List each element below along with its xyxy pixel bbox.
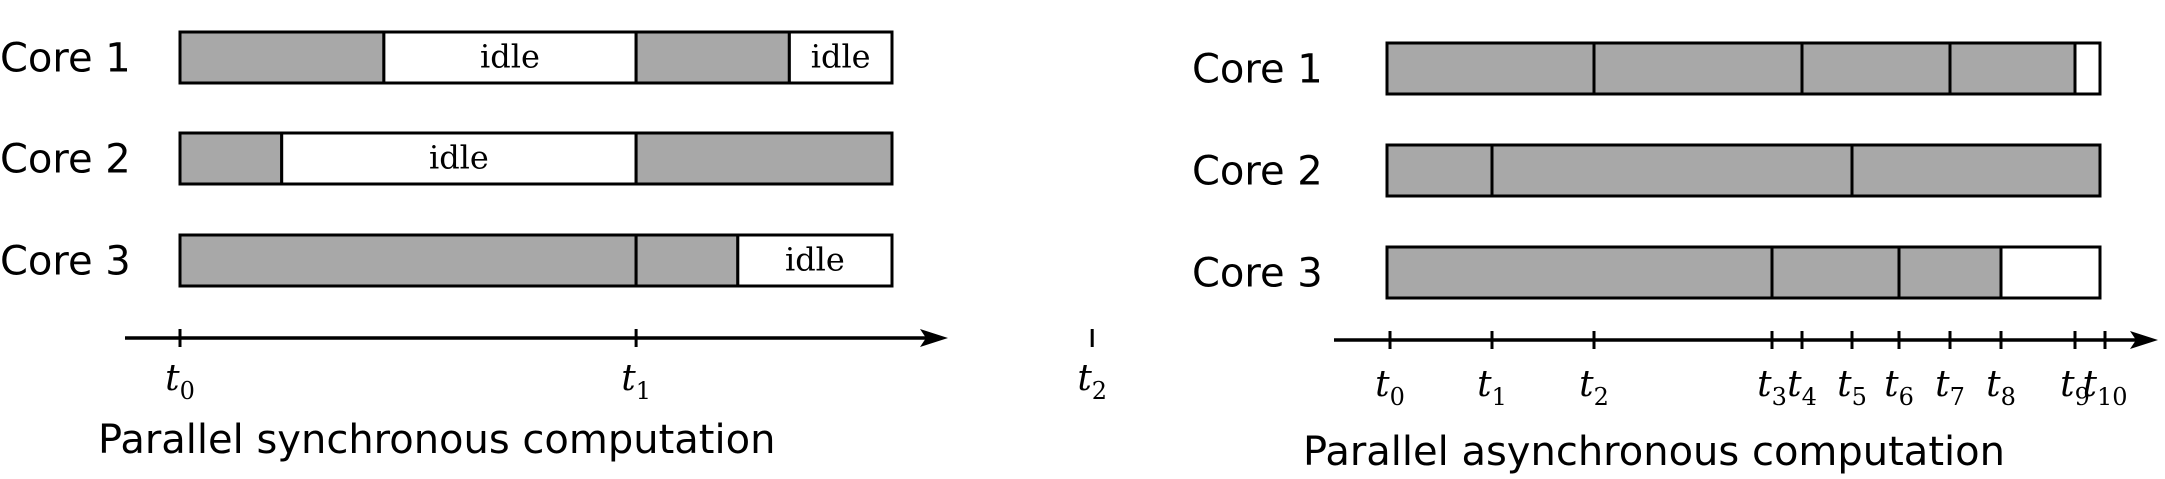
core-label: Core 3	[1192, 251, 1323, 297]
core-label: Core 2	[0, 137, 131, 183]
busy-segment	[1385, 41, 1596, 96]
busy-segment	[178, 30, 386, 85]
tick-label: t7	[1935, 364, 1965, 411]
idle-segment	[2073, 41, 2102, 96]
busy-segment	[634, 233, 740, 288]
tick-label: t9	[2060, 364, 2090, 411]
core-row: Core 1	[1192, 41, 2102, 96]
tick-label: t6	[1884, 364, 1914, 411]
core-row: Core 3	[1192, 245, 2102, 300]
busy-segment	[1592, 41, 1804, 96]
axis-arrowhead	[2130, 331, 2158, 349]
tick-label: t2	[1077, 358, 1107, 405]
tick-label: t0	[1375, 364, 1405, 411]
busy-segment	[1897, 245, 2003, 300]
core-row: Core 1 idle idle	[0, 30, 894, 85]
busy-segment	[1948, 41, 2077, 96]
panel-caption: Parallel asynchronous computation	[1303, 429, 2005, 475]
tick-label: t8	[1986, 364, 2016, 411]
time-axis: t0 t1 t2	[125, 329, 1107, 405]
axis-arrowhead	[920, 329, 948, 347]
busy-segment	[1490, 143, 1854, 198]
tick-label: t5	[1837, 364, 1867, 411]
busy-segment	[634, 131, 894, 186]
tick-label: t10	[2082, 364, 2127, 411]
idle-segment	[787, 30, 894, 85]
idle-label: idle	[785, 241, 845, 279]
idle-segment	[736, 233, 894, 288]
busy-segment	[1800, 41, 1952, 96]
tick-label: t4	[1787, 364, 1817, 411]
busy-segment	[1385, 143, 1494, 198]
busy-segment	[178, 131, 284, 186]
tick-label: t0	[165, 358, 195, 405]
tick-label: t3	[1757, 364, 1787, 411]
panel-caption: Parallel synchronous computation	[98, 417, 775, 463]
tick-label: t1	[1477, 364, 1507, 411]
idle-segment	[382, 30, 638, 85]
idle-label: idle	[429, 139, 489, 177]
core-row: Core 2	[1192, 143, 2102, 198]
busy-segment	[1770, 245, 1901, 300]
core-label: Core 1	[0, 36, 131, 82]
core-row: Core 3 idle	[0, 233, 894, 288]
idle-segment	[1999, 245, 2102, 300]
busy-segment	[1850, 143, 2102, 198]
idle-label: idle	[811, 38, 871, 76]
core-label: Core 3	[0, 239, 131, 285]
core-label: Core 1	[1192, 47, 1323, 93]
core-row: Core 2 idle	[0, 131, 894, 186]
idle-label: idle	[480, 38, 540, 76]
busy-segment	[178, 233, 638, 288]
tick-label: t1	[621, 358, 651, 405]
idle-segment	[280, 131, 638, 186]
core-label: Core 2	[1192, 149, 1323, 195]
tick-label: t2	[1579, 364, 1609, 411]
busy-segment	[634, 30, 791, 85]
busy-segment	[1385, 245, 1774, 300]
